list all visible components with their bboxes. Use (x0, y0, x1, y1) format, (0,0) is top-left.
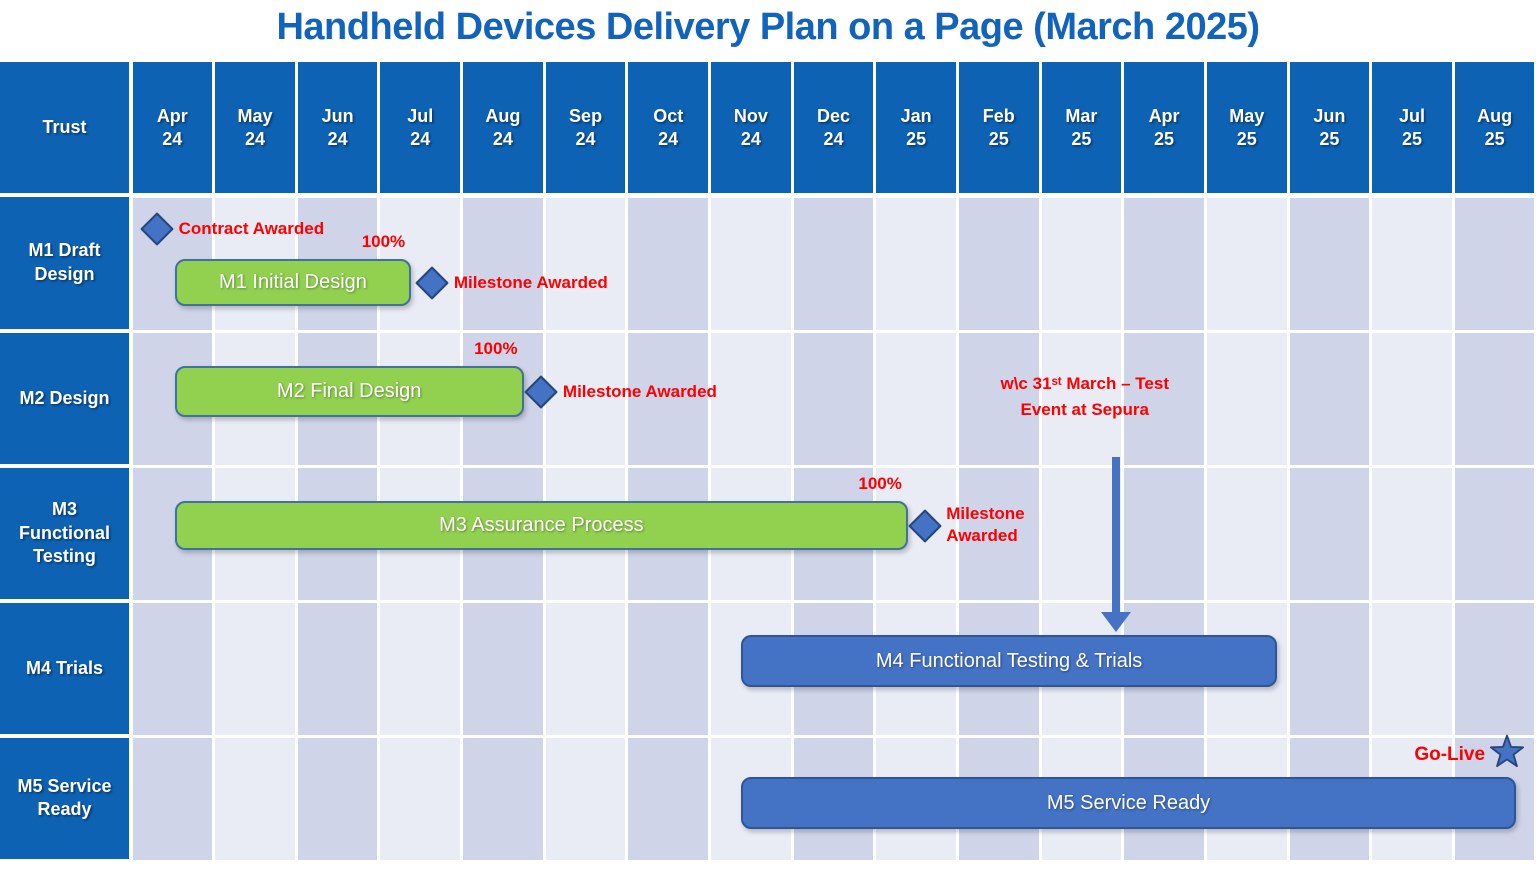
bar-label: M3 Assurance Process (439, 514, 644, 536)
down-arrow-icon (1112, 457, 1121, 612)
down-arrow-head-icon (1101, 612, 1132, 632)
row-separator (131, 735, 1536, 738)
row-label-cell: M1 Draft Design (0, 196, 129, 329)
progress-label: 100% (361, 232, 406, 251)
milestone-label: Contract Awarded (178, 219, 325, 238)
column-stripe (1372, 195, 1452, 860)
column-stripe (1041, 195, 1122, 860)
milestone-label: Milestone Awarded (453, 272, 608, 292)
milestone-awarded-icon (524, 375, 558, 409)
row-label-cell: M3 Functional Testing (0, 468, 129, 599)
column-stripe (958, 195, 1039, 860)
progress-label: 100% (858, 474, 902, 493)
test-event-annotation-line: w\c 31ˢᵗ March – Test (1000, 374, 1169, 393)
corner-cell-trust: Trust (0, 62, 129, 193)
gantt-bar: M1 Initial Design (174, 259, 412, 306)
column-stripe (1289, 195, 1370, 860)
row-label-cell: M5 Service Ready (0, 738, 129, 859)
milestone-awarded-icon (908, 509, 942, 543)
row-separator (131, 195, 1536, 198)
row-label-cell: M4 Trials (0, 603, 129, 734)
bar-label: M4 Functional Testing & Trials (875, 649, 1143, 672)
page-title: Handheld Devices Delivery Plan on a Page… (276, 6, 1260, 48)
bar-label: M5 Service Ready (1046, 791, 1211, 814)
gantt-bar: M4 Functional Testing & Trials (740, 635, 1278, 687)
progress-label: 100% (474, 339, 518, 358)
milestone-awarded-icon (415, 266, 449, 300)
milestone-label: Milestone Awarded (562, 381, 717, 401)
bar-label: M2 Final Design (276, 380, 422, 402)
gantt-bar: M3 Assurance Process (174, 501, 908, 550)
go-live-label: Go-Live (1414, 744, 1486, 765)
row-label-cell: M2 Design (0, 333, 129, 464)
test-event-annotation-line: Event at Sepura (1020, 400, 1149, 420)
column-stripe (1124, 195, 1204, 860)
gantt-bar: M5 Service Ready (740, 777, 1517, 829)
row-separator (131, 330, 1536, 333)
column-stripe (1206, 195, 1287, 860)
milestone-label: Milestone Awarded (946, 503, 1025, 545)
row-separator (131, 600, 1536, 603)
contract-awarded-milestone-icon (140, 212, 174, 246)
bar-label: M1 Initial Design (219, 271, 367, 293)
gantt-bar: M2 Final Design (174, 366, 524, 417)
row-separator (131, 465, 1536, 468)
go-live-star-icon (1488, 733, 1526, 771)
